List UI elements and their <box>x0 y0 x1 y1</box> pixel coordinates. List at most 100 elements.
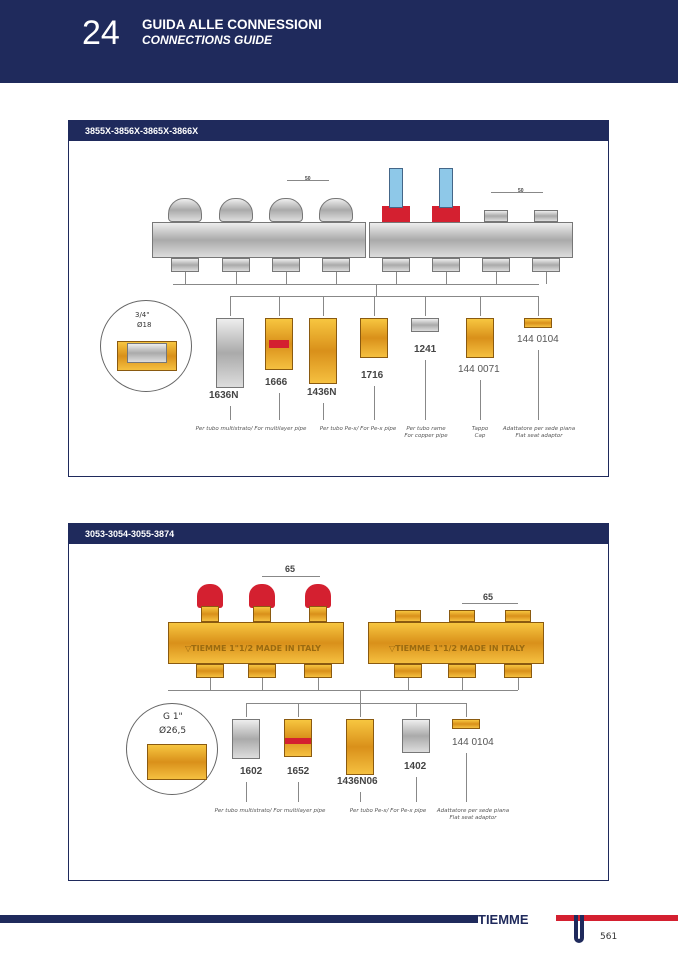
section-2-title: 3053-3054-3055-3874 <box>69 524 608 544</box>
connector-line <box>360 703 361 717</box>
page-header <box>0 0 678 83</box>
connector-line <box>173 284 539 285</box>
manifold-body: ▽TIEMME 1"1/2 MADE IN ITALY <box>368 622 544 664</box>
dimension-label: 65 <box>483 592 494 602</box>
section-2: 3053-3054-3055-3874 <box>68 523 609 881</box>
caption: Per tubo multistrato/ For multilayer pip… <box>195 426 307 432</box>
connector-line <box>408 678 409 690</box>
caption: Per tubo rame <box>406 426 446 432</box>
page-subtitle: CONNECTIONS GUIDE <box>142 33 273 47</box>
fitting-illustration <box>360 318 388 358</box>
outlet <box>504 664 532 678</box>
caption: Cap <box>474 433 486 439</box>
chapter-number: 24 <box>82 14 120 52</box>
caption: For copper pipe <box>404 433 448 439</box>
caption: Flat seat adaptor <box>449 815 497 821</box>
connector-line <box>298 703 299 717</box>
connector-line <box>185 272 186 284</box>
outlet <box>304 664 332 678</box>
section-1: 3855X-3856X-3865X-3866X <box>68 120 609 477</box>
connector-line <box>323 403 324 420</box>
logo-swoosh <box>556 915 678 921</box>
item-code: 1241 <box>414 344 437 355</box>
connector-line <box>538 296 539 316</box>
diameter-size: Ø18 <box>137 321 152 329</box>
connector-line <box>298 782 299 802</box>
manifold-body <box>152 222 366 258</box>
connector-line <box>416 777 417 802</box>
item-code: 144 0071 <box>458 364 500 375</box>
outlet <box>272 258 300 272</box>
item-code: 1636N <box>209 390 239 401</box>
valve-stem <box>309 606 327 622</box>
connector-line <box>246 703 247 717</box>
connector-line <box>466 753 467 802</box>
dimension-line <box>462 603 518 604</box>
connector-line <box>538 350 539 420</box>
dimension-label: 50 <box>305 176 311 182</box>
outlet <box>171 258 199 272</box>
valve-cap <box>219 198 253 222</box>
fitting-illustration <box>402 719 430 753</box>
item-code: 144 0104 <box>517 334 559 345</box>
dimension-label: 65 <box>285 564 296 574</box>
outlet <box>322 258 350 272</box>
valve-knob <box>305 584 331 608</box>
diameter-size: Ø26,5 <box>159 726 187 736</box>
connector-line <box>396 272 397 284</box>
item-code: 1436N <box>307 387 337 398</box>
connector-line <box>496 272 497 284</box>
bore <box>127 343 167 363</box>
flowmeter-base <box>382 206 410 222</box>
fitting-illustration <box>452 719 480 729</box>
connector-line <box>425 360 426 420</box>
connector-line <box>279 296 280 316</box>
outlet <box>432 258 460 272</box>
fitting-illustration <box>466 318 494 358</box>
fitting-ring <box>269 340 289 348</box>
connector-line <box>480 380 481 420</box>
logo-swoosh <box>574 915 584 943</box>
valve-stem <box>253 606 271 622</box>
dimension-label: 50 <box>518 188 524 194</box>
connector-line <box>546 272 547 284</box>
item-code: 1666 <box>265 377 288 388</box>
flowmeter-base <box>432 206 460 222</box>
connector-line <box>210 678 211 690</box>
valve-cap <box>168 198 202 222</box>
connector-line <box>336 272 337 284</box>
valve-cap <box>395 610 421 622</box>
connector-line <box>480 296 481 316</box>
connector-line <box>246 782 247 802</box>
connector-line <box>236 272 237 284</box>
connector-line <box>416 703 417 717</box>
item-code: 1436N06 <box>337 776 378 787</box>
connector-line <box>246 703 466 704</box>
connector-line <box>466 703 467 717</box>
caption: Flat seat adaptor <box>515 433 563 439</box>
fitting-illustration <box>524 318 552 328</box>
item-code: 144 0104 <box>452 737 494 748</box>
fitting-illustration <box>346 719 374 775</box>
outlet <box>394 664 422 678</box>
outlet <box>382 258 410 272</box>
caption: Tappo <box>471 426 489 432</box>
fitting-illustration <box>232 719 260 759</box>
page-number: 561 <box>600 932 618 942</box>
fitting-ring <box>285 738 311 744</box>
caption: Adattatore per sede piana <box>436 808 510 814</box>
valve-stem <box>201 606 219 622</box>
footer-bar <box>0 915 478 923</box>
connector-line <box>279 393 280 420</box>
item-code: 1652 <box>287 766 310 777</box>
connector-line <box>374 386 375 420</box>
fitting-illustration <box>309 318 337 384</box>
connector-line <box>446 272 447 284</box>
valve-cap <box>449 610 475 622</box>
connector-line <box>360 690 361 703</box>
thread-detail: G 1" Ø26,5 <box>126 703 218 795</box>
outlet <box>482 258 510 272</box>
thread-section <box>147 744 207 780</box>
fitting-illustration <box>411 318 439 332</box>
thread-detail: 3/4" Ø18 <box>100 300 192 392</box>
